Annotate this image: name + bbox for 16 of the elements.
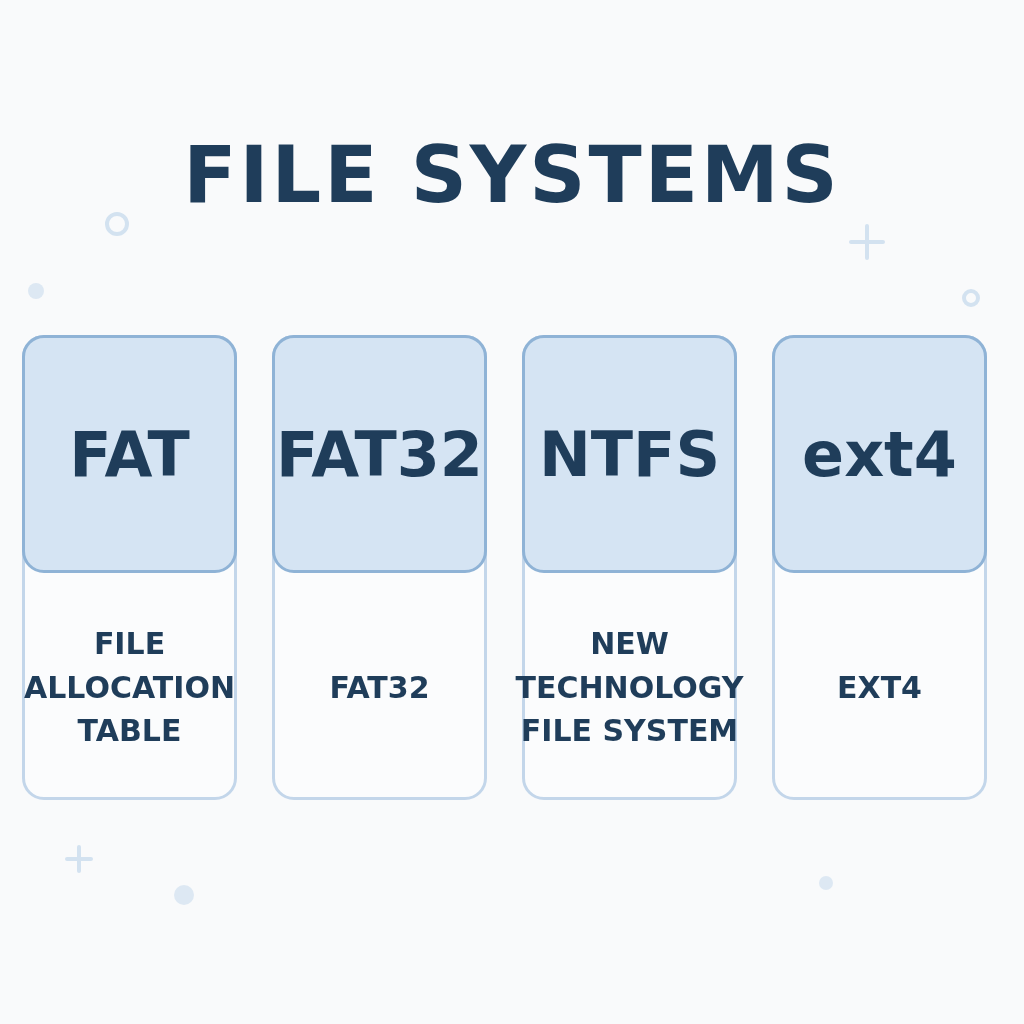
abbreviation-text: FAT — [69, 417, 190, 491]
abbreviation-text: ext4 — [802, 417, 957, 491]
full-name-text: FAT32 — [329, 668, 430, 707]
card — [22, 335, 237, 800]
abbreviation-text: FAT32 — [276, 417, 483, 491]
abbreviation-text: NTFS — [538, 417, 721, 491]
card — [772, 335, 987, 800]
full-name-text: FILE ALLOCATION TABLE — [24, 625, 235, 751]
label-box — [22, 335, 237, 573]
full-name-text: EXT4 — [837, 668, 922, 707]
full-name-text: NEW TECHNOLOGY FILE SYSTEM — [515, 625, 744, 751]
label-box — [772, 335, 987, 573]
label-box — [272, 335, 487, 573]
card — [272, 335, 487, 800]
title: FILE SYSTEMS — [183, 130, 841, 220]
label-box — [522, 335, 737, 573]
